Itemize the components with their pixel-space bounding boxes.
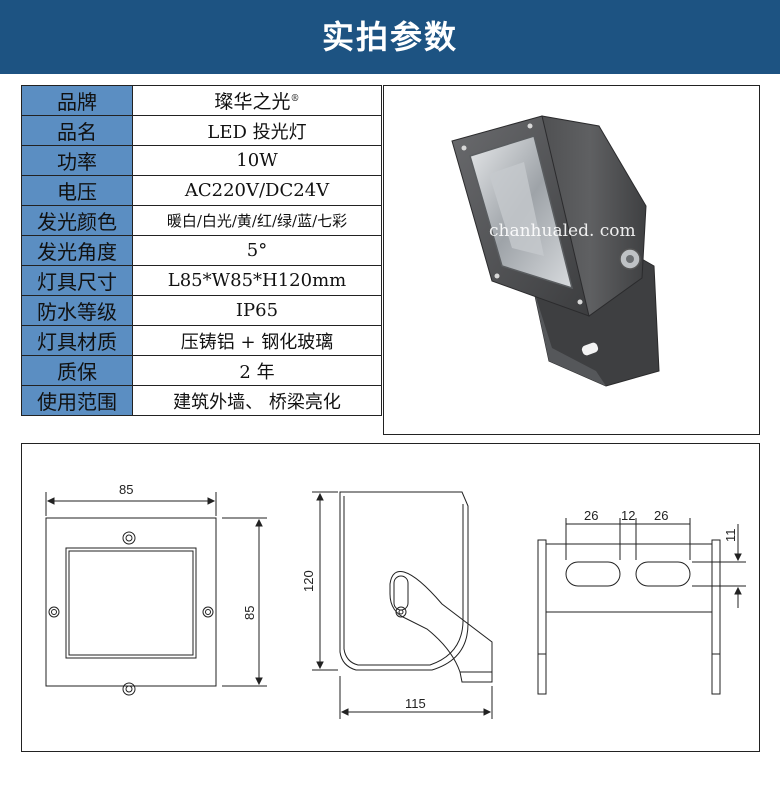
spec-label: 防水等级 — [21, 295, 133, 326]
spec-value: IP65 — [132, 295, 382, 326]
bracket-view — [537, 518, 746, 695]
bracket-slot2-label: 26 — [654, 508, 668, 523]
adjust-knob-center — [626, 255, 634, 263]
spec-value: 暖白/白光/黄/红/绿/蓝/七彩 — [132, 205, 382, 236]
registered-mark: ® — [290, 94, 300, 104]
spec-value: 5° — [132, 235, 382, 266]
spec-row-name: 品名 LED 投光灯 — [21, 115, 382, 146]
bracket-highlight — [534, 291, 606, 386]
spec-label: 功率 — [21, 145, 133, 176]
spec-row-material: 灯具材质 压铸铝 + 钢化玻璃 — [21, 325, 382, 356]
screw — [494, 273, 500, 279]
spec-label: 发光颜色 — [21, 205, 133, 236]
side-depth-label: 115 — [405, 696, 426, 711]
spec-row-warranty: 质保 2 年 — [21, 355, 382, 386]
spec-table: 品牌 璨华之光® 品名 LED 投光灯 功率 10W 电压 AC220V/DC2… — [21, 85, 382, 416]
spec-row-brand: 品牌 璨华之光® — [21, 85, 382, 116]
photo-watermark: chanhualed. com — [489, 221, 636, 241]
spec-label: 灯具材质 — [21, 325, 133, 356]
spec-value: LED 投光灯 — [132, 115, 382, 146]
spec-label: 使用范围 — [21, 385, 133, 416]
lens-reflector — [489, 162, 544, 256]
floodlight-illustration: chanhualed. com — [451, 115, 660, 387]
spec-value-brand: 璨华之光® — [132, 85, 382, 116]
bracket-slot-height-label: 11 — [723, 529, 738, 543]
spec-row-color: 发光颜色 暖白/白光/黄/红/绿/蓝/七彩 — [21, 205, 382, 236]
bracket-slot1-label: 26 — [584, 508, 598, 523]
front-view — [45, 492, 267, 696]
front-height-label: 85 — [242, 606, 257, 620]
header-banner: 实拍参数 — [0, 0, 780, 74]
spec-value: L85*W85*H120mm — [132, 265, 382, 296]
side-height-label: 120 — [301, 570, 316, 592]
dimension-drawing: 85 85 120 115 26 12 26 11 — [21, 443, 760, 752]
technical-drawing: 85 85 120 115 26 12 26 11 — [45, 482, 746, 719]
spec-value: 2 年 — [132, 355, 382, 386]
spec-label: 灯具尺寸 — [21, 265, 133, 296]
spec-row-power: 功率 10W — [21, 145, 382, 176]
spec-label: 品名 — [21, 115, 133, 146]
spec-label: 品牌 — [21, 85, 133, 116]
screw — [527, 123, 533, 129]
spec-row-ip: 防水等级 IP65 — [21, 295, 382, 326]
spec-row-size: 灯具尺寸 L85*W85*H120mm — [21, 265, 382, 296]
spec-row-voltage: 电压 AC220V/DC24V — [21, 175, 382, 206]
front-width-label: 85 — [119, 482, 133, 497]
spec-label: 发光角度 — [21, 235, 133, 266]
spec-value: 10W — [132, 145, 382, 176]
spec-label: 质保 — [21, 355, 133, 386]
spec-row-angle: 发光角度 5° — [21, 235, 382, 266]
spec-value: 压铸铝 + 钢化玻璃 — [132, 325, 382, 356]
bracket-slot — [581, 342, 599, 356]
screw — [461, 145, 467, 151]
product-photo: chanhualed. com — [383, 85, 760, 435]
bracket-gap-label: 12 — [621, 508, 635, 523]
spec-label: 电压 — [21, 175, 133, 206]
page-title: 实拍参数 — [321, 18, 458, 56]
brand-name: 璨华之光 — [214, 91, 291, 113]
spec-value: 建筑外墙、 桥梁亮化 — [132, 385, 382, 416]
screw — [577, 299, 583, 305]
side-view — [312, 491, 493, 719]
spec-value: AC220V/DC24V — [132, 175, 382, 206]
spec-row-usage: 使用范围 建筑外墙、 桥梁亮化 — [21, 385, 382, 416]
